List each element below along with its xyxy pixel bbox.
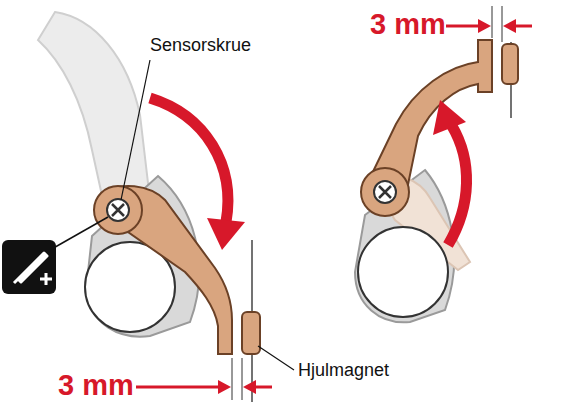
rotate-arrow xyxy=(448,126,467,245)
dimension-line xyxy=(242,358,243,400)
sensor-arm xyxy=(100,186,232,354)
arrowhead xyxy=(433,100,466,135)
arrowhead xyxy=(207,218,245,250)
dimension-line xyxy=(502,6,503,42)
arm-pivot xyxy=(361,168,409,216)
dimension-line xyxy=(492,6,493,38)
rotate-arrow xyxy=(150,98,228,222)
arrowhead xyxy=(478,19,491,33)
dimension-line xyxy=(232,358,233,400)
wheel-magnet xyxy=(502,44,518,84)
dimension-label: 3 mm xyxy=(58,368,134,403)
leader-line xyxy=(50,217,108,250)
sensor-screw xyxy=(107,199,129,221)
arrowhead xyxy=(503,19,516,33)
screw-slot xyxy=(379,186,391,198)
leader-line xyxy=(258,346,294,370)
dimension-label: 3 mm xyxy=(370,7,446,42)
dimension-arrow xyxy=(136,386,222,389)
screw-slot xyxy=(112,204,124,216)
arrowhead xyxy=(218,380,231,394)
arm-pivot xyxy=(94,186,142,234)
wheel-magnet xyxy=(242,312,260,354)
chainstay xyxy=(358,227,448,317)
part-label: Hjulmagnet xyxy=(298,360,389,382)
plus-sign xyxy=(40,273,52,285)
leader-line xyxy=(121,60,150,200)
dimension-arrow xyxy=(446,25,482,28)
part-label: Sensorskrue xyxy=(150,35,251,57)
arrowhead xyxy=(243,380,256,394)
sensor-screw xyxy=(374,181,396,203)
screwdriver-icon xyxy=(2,240,56,294)
